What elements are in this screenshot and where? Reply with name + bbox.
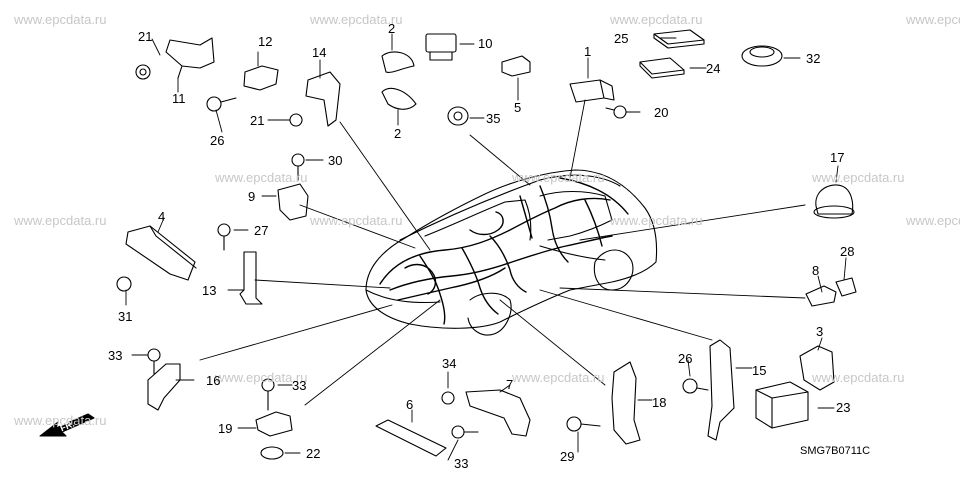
- callout-6: 6: [406, 397, 414, 412]
- callout-22: 22: [306, 446, 321, 461]
- callout-21: 21: [250, 113, 265, 128]
- callout-16: 16: [206, 373, 221, 388]
- part-13-bracket: [239, 251, 263, 305]
- watermark: www.epcdata.ru: [215, 370, 308, 385]
- wire-harness: [379, 177, 629, 325]
- callout-8: 8: [812, 263, 820, 278]
- car-body: [365, 169, 658, 336]
- part-26-bolt: [206, 96, 237, 112]
- part-7-bracket: [465, 389, 531, 437]
- part-16-bracket: [147, 363, 181, 411]
- callout-33: 33: [454, 456, 469, 471]
- front-direction-arrow: [39, 413, 95, 437]
- part-20-bolt: [605, 105, 627, 119]
- part-22-ring: [260, 446, 284, 460]
- watermark: www.epcdata.ru: [610, 12, 703, 27]
- part-23-box: [755, 381, 809, 429]
- callout-26: 26: [678, 351, 693, 366]
- part-3-bracket: [799, 345, 835, 391]
- watermark: www.epcdata.ru: [512, 370, 605, 385]
- callout-25: 25: [614, 31, 629, 46]
- part-11-bracket: [135, 37, 215, 80]
- callout-31: 31: [118, 309, 133, 324]
- callout-30: 30: [328, 153, 343, 168]
- part-2-clips: [381, 51, 417, 110]
- part-8-clip: [805, 285, 837, 307]
- part-33-bolt-bottom: [451, 425, 479, 439]
- watermark: www.epcdata.ru: [610, 213, 703, 228]
- part-33-bolt-mid: [261, 378, 275, 411]
- watermark: www.epcdata.ru: [310, 213, 403, 228]
- watermark: www.epcdata.ru: [812, 370, 905, 385]
- callout-15: 15: [752, 363, 767, 378]
- part-30-bolt: [291, 153, 305, 181]
- part-32-grommet: [741, 45, 783, 67]
- callout-27: 27: [254, 223, 269, 238]
- part-5-holder: [501, 55, 531, 77]
- callout-2: 2: [394, 126, 402, 141]
- part-27-bolt: [217, 223, 231, 251]
- callout-2: 2: [388, 21, 396, 36]
- callout-1: 1: [584, 44, 592, 59]
- part-24-pad: [639, 57, 685, 79]
- watermark: www.epcdata.ru: [14, 413, 107, 428]
- part-17-grommet: [813, 184, 855, 219]
- part-25-pad: [653, 29, 705, 49]
- leader-lines: [125, 33, 847, 461]
- part-28-connector: [835, 277, 857, 297]
- callout-11: 11: [172, 91, 186, 106]
- part-6-strip: [375, 419, 447, 457]
- part-9-bracket: [277, 183, 309, 221]
- watermark: www.epcdata.ru: [812, 170, 905, 185]
- callout-17: 17: [830, 150, 845, 165]
- callout-26: 26: [210, 133, 225, 148]
- callout-3: 3: [816, 324, 824, 339]
- callout-14: 14: [312, 45, 327, 60]
- callout-13: 13: [202, 283, 217, 298]
- watermark: www.epcdata.ru: [215, 170, 308, 185]
- callout-18: 18: [652, 395, 667, 410]
- callout-35: 35: [486, 111, 501, 126]
- watermark: www.epcdata.ru: [14, 12, 107, 27]
- callout-33: 33: [292, 378, 307, 393]
- callout-5: 5: [514, 100, 522, 115]
- part-15-bracket: [707, 339, 735, 441]
- callout-9: 9: [248, 189, 256, 204]
- callout-4: 4: [158, 209, 166, 224]
- callout-21: 21: [138, 29, 153, 44]
- callout-23: 23: [836, 400, 851, 415]
- callout-19: 19: [218, 421, 233, 436]
- part-33-bolt-left: [147, 348, 161, 375]
- callout-32: 32: [806, 51, 821, 66]
- watermark: www.epcdata.ru: [906, 12, 960, 27]
- watermark: www.epcdata.ru: [512, 170, 605, 185]
- callout-10: 10: [478, 36, 493, 51]
- part-10-connector: [425, 33, 457, 61]
- part-1-relay: [569, 79, 615, 103]
- callout-28: 28: [840, 244, 855, 259]
- part-26-bolt-right: [682, 378, 709, 394]
- part-35-grommet: [447, 106, 469, 126]
- part-34-nut: [441, 391, 455, 405]
- part-14-bracket: [289, 71, 341, 127]
- callout-20: 20: [654, 105, 669, 120]
- part-4-cover: [125, 225, 197, 281]
- part-31-nut: [116, 276, 132, 292]
- callout-33: 33: [108, 348, 123, 363]
- watermark: www.epcdata.ru: [14, 213, 107, 228]
- watermark: www.epcdata.ru: [310, 12, 403, 27]
- part-18-bracket: [611, 361, 641, 445]
- watermark: www.epcdata.ru: [906, 213, 960, 228]
- part-29-bolt: [566, 416, 601, 432]
- diagram-code: SMG7B0711C: [800, 445, 871, 457]
- callout-29: 29: [560, 449, 575, 464]
- callout-34: 34: [442, 356, 457, 371]
- part-12-bracket: [243, 65, 279, 91]
- part-19-bracket: [255, 411, 293, 437]
- callout-24: 24: [706, 61, 721, 76]
- callout-12: 12: [258, 34, 273, 49]
- callout-7: 7: [506, 377, 514, 392]
